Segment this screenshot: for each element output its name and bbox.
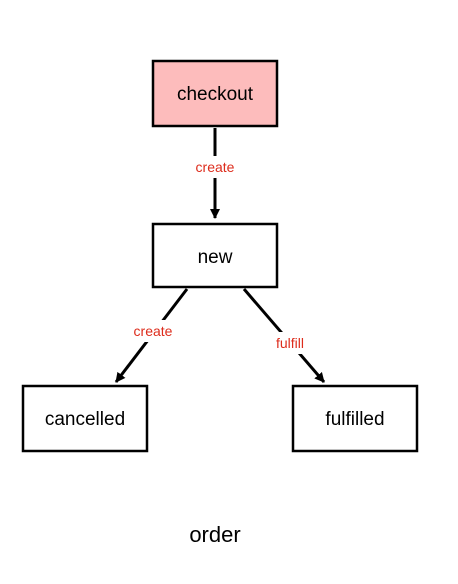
node-checkout-label: checkout	[177, 84, 254, 105]
edges: create create fulfill	[114, 128, 326, 383]
node-fulfilled-label: fulfilled	[325, 409, 384, 430]
node-fulfilled: fulfilled	[291, 384, 419, 453]
node-fulfilled-box	[291, 384, 419, 453]
edge-label-new-cancelled: create	[134, 323, 173, 339]
node-checkout-box	[151, 59, 279, 128]
node-new-label: new	[198, 247, 233, 268]
node-cancelled: cancelled	[21, 384, 149, 453]
diagram-caption: order	[189, 522, 240, 547]
edge-label-checkout-new: create	[196, 159, 235, 175]
edge-label-bg-checkout-new	[186, 156, 244, 178]
node-new-box	[151, 222, 279, 289]
edge-label-bg-new-cancelled	[124, 320, 182, 342]
edge-label-new-fulfilled: fulfill	[276, 335, 304, 351]
node-new: new	[151, 222, 279, 289]
node-checkout: checkout	[151, 59, 279, 128]
edge-label-bg-new-fulfilled	[266, 332, 314, 354]
node-cancelled-box	[21, 384, 149, 453]
node-cancelled-label: cancelled	[45, 409, 125, 430]
